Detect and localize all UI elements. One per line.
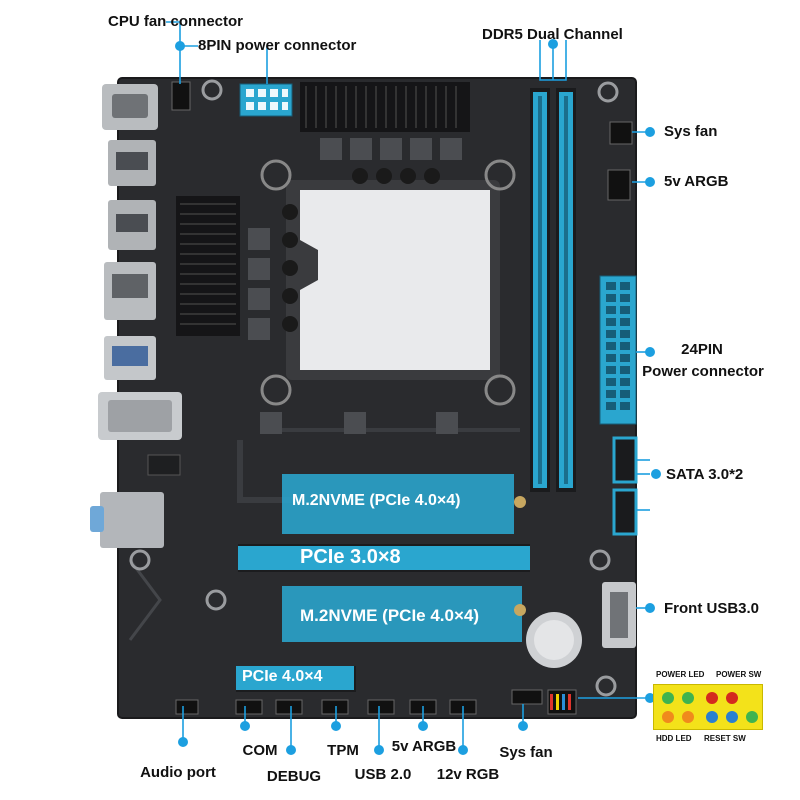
atx-24pin-connector — [599, 275, 637, 425]
ddr5-label: DDR5 Dual Channel — [482, 26, 623, 43]
m2-top-label: M.2NVME (PCIe 4.0×4) — [292, 492, 461, 509]
sys-fan-top-label: Sys fan — [664, 123, 718, 140]
hdd-led-label: HDD LED — [656, 734, 692, 743]
pin-green-1 — [662, 692, 674, 704]
sata-label: SATA 3.0*2 — [666, 466, 744, 483]
reset-sw-label: RESET SW — [704, 734, 746, 743]
power-led-label: POWER LED — [656, 670, 705, 679]
cpu-socket — [260, 159, 516, 406]
eps-8pin-connector — [239, 83, 293, 117]
power24-label-line2: Power connector — [642, 363, 764, 380]
m2-slot-bottom — [282, 586, 526, 642]
pcie-x4-slot — [236, 666, 356, 692]
pin-red-2 — [726, 692, 738, 704]
dimm-slots — [530, 88, 576, 492]
pin-blue-2 — [726, 711, 738, 723]
usb2-label: USB 2.0 — [354, 766, 412, 783]
argb-5v-bottom-label: 5v ARGB — [391, 738, 457, 755]
mounting-holes — [129, 79, 619, 697]
front-panel-pinout — [653, 684, 763, 730]
tpm-label: TPM — [327, 742, 359, 759]
front-usb3-label: Front USB3.0 — [664, 600, 760, 617]
pin-orange-2 — [682, 711, 694, 723]
audio-port-label: Audio port — [140, 764, 216, 781]
com-label: COM — [242, 742, 278, 759]
argb-5v-right-label: 5v ARGB — [664, 173, 729, 190]
front-usb3-header — [602, 582, 636, 648]
m2-bottom-label: M.2NVME (PCIe 4.0×4) — [300, 606, 480, 625]
vrm-heatsinks — [176, 82, 470, 336]
vrm-components — [248, 138, 462, 434]
rgb-12v-label: 12v RGB — [436, 766, 500, 783]
pin-orange-1 — [662, 711, 674, 723]
pcie-x8-slot — [238, 544, 530, 572]
sata-ports — [612, 436, 638, 536]
debug-label: DEBUG — [266, 768, 322, 785]
pin-headers — [171, 81, 633, 715]
rear-io — [90, 84, 182, 548]
callout-dots — [175, 39, 661, 755]
front-panel-header-pins — [550, 694, 571, 710]
pcie-x4-label: PCIe 4.0×4 — [242, 668, 323, 685]
power-sw-label: POWER SW — [716, 670, 762, 679]
power24-label-line1: 24PIN — [681, 341, 723, 358]
cpu-fan-label: CPU fan connector — [108, 13, 244, 30]
pcie-x8-label: PCIe 3.0×8 — [300, 546, 401, 568]
sys-fan-bottom-label: Sys fan — [499, 744, 553, 761]
m2-slot-top — [282, 474, 526, 534]
pin-green-2 — [682, 692, 694, 704]
pin-red-1 — [706, 692, 718, 704]
power8-label: 8PIN power connector — [198, 37, 357, 54]
cmos-battery — [526, 612, 582, 668]
pin-blue-1 — [706, 711, 718, 723]
pin-green-3 — [746, 711, 758, 723]
